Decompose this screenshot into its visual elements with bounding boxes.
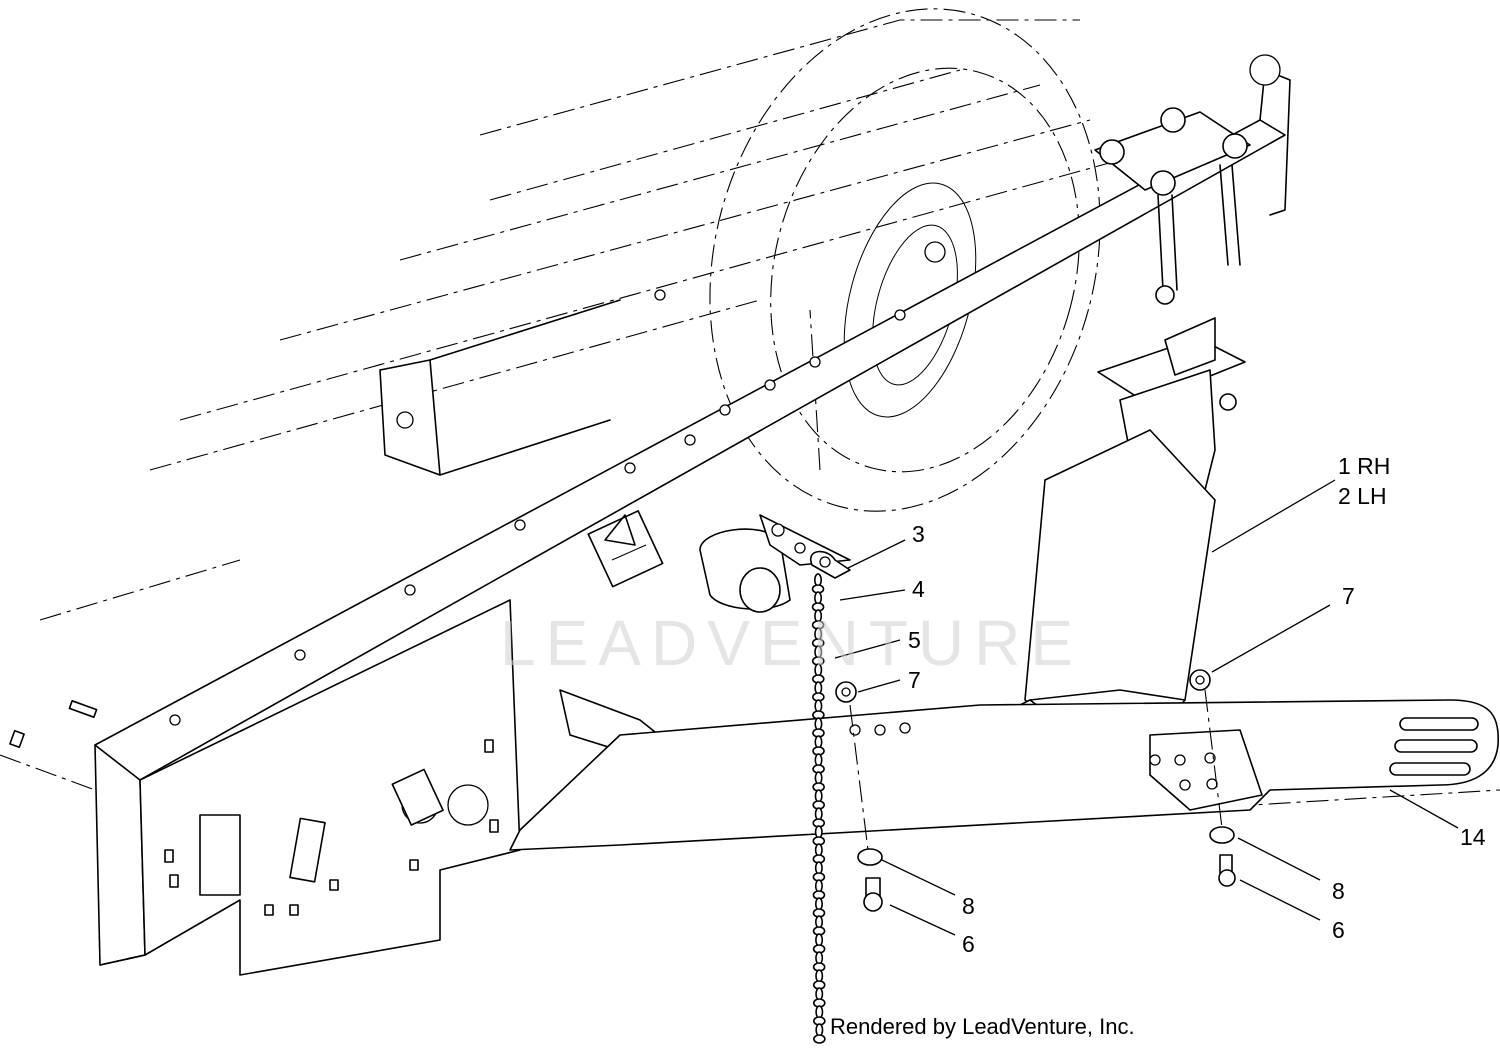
chain-link [813, 1034, 826, 1044]
hex-bolt-heads [1099, 107, 1248, 196]
callout-7-left: 7 [908, 667, 921, 693]
hitch-holes [849, 722, 1218, 791]
chain-link [814, 825, 823, 839]
chain-link [814, 771, 823, 785]
chain-link [814, 861, 823, 875]
callout-6-left: 6 [962, 931, 975, 957]
chain-link [814, 717, 823, 731]
chain-link [815, 933, 824, 947]
right-hardware [1189, 669, 1236, 887]
callout-7-right: 7 [1342, 583, 1355, 609]
chain-link [815, 1005, 824, 1019]
callout-14: 14 [1460, 824, 1486, 850]
clevis-hook [809, 550, 851, 579]
callout-6-right: 6 [1332, 917, 1345, 943]
chain [811, 573, 826, 1044]
chain-link [815, 951, 824, 965]
callout-1-rh: 1 RH [1338, 453, 1390, 479]
frame-rail [94, 54, 1291, 966]
callout-8-left: 8 [962, 893, 975, 919]
rail-holes [169, 289, 906, 726]
chain-link [815, 969, 824, 983]
chain-link [814, 879, 823, 893]
panel-slots [164, 739, 499, 916]
cross-tube [379, 299, 621, 476]
left-hardware [835, 681, 883, 912]
chain-link [814, 681, 823, 695]
safety-decal [587, 510, 664, 588]
chain-link [814, 735, 823, 749]
watermark-text: LEADVENTURE [500, 607, 1083, 679]
callout-5: 5 [908, 627, 921, 653]
chain-link [815, 987, 824, 1001]
chain-link [814, 753, 823, 767]
callout-8-right: 8 [1332, 878, 1345, 904]
callout-labels: 1 RH 2 LH 3 4 5 7 7 8 8 6 6 14 [908, 453, 1486, 957]
hitch-slots [1389, 717, 1479, 776]
top-mount-plate [1094, 107, 1251, 411]
chain-link [813, 573, 822, 587]
chain-link [814, 897, 823, 911]
callout-3: 3 [912, 521, 925, 547]
hitch-plate [509, 699, 1500, 851]
leader-lines [834, 479, 1459, 936]
chain-link [814, 591, 823, 605]
chain-link [814, 699, 823, 713]
chain-link [814, 807, 823, 821]
chain-link [815, 1023, 824, 1037]
frame-side-panel [9, 599, 521, 976]
chain-link [814, 789, 823, 803]
chain-link [815, 915, 824, 929]
render-credit: Rendered by LeadVenture, Inc. [830, 1014, 1135, 1039]
callout-4: 4 [912, 576, 925, 602]
chain-link [814, 843, 823, 857]
callout-2-lh: 2 LH [1338, 483, 1387, 509]
